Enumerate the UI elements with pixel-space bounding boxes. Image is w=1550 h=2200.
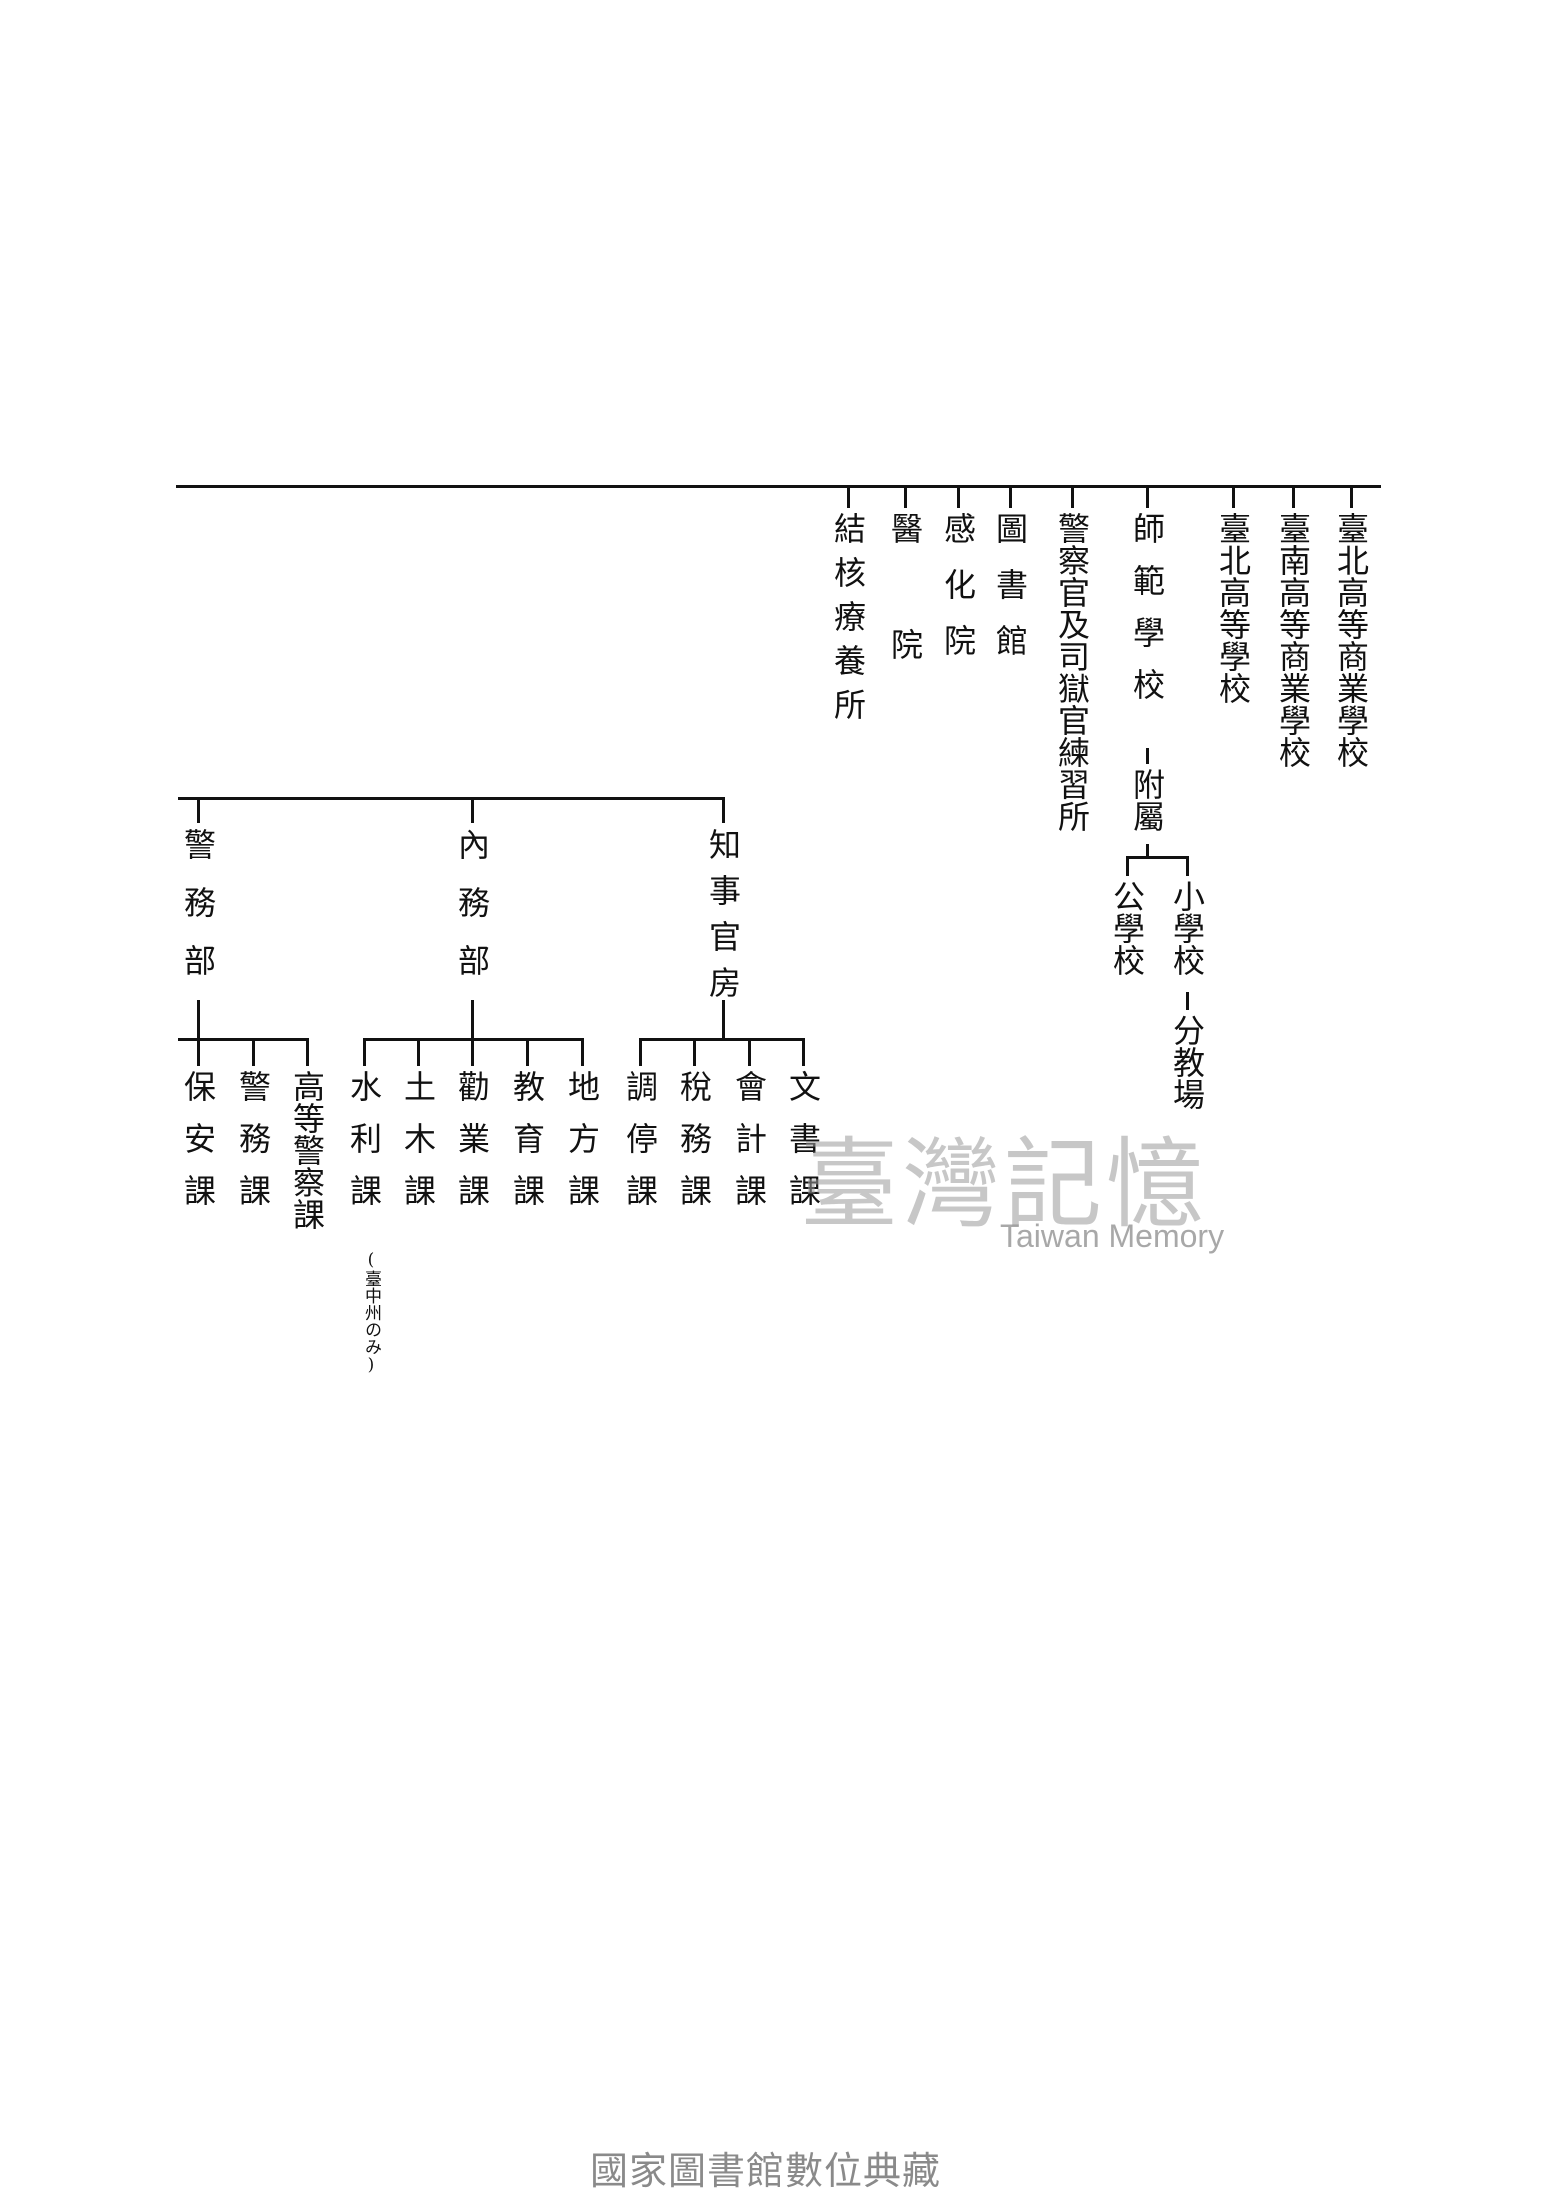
connector	[363, 1038, 366, 1066]
connector	[1126, 856, 1129, 876]
upper-trunk-line	[176, 485, 1381, 488]
node-public-school: 公學校	[1108, 880, 1146, 976]
dept-internal-affairs: 內務部	[453, 828, 491, 1002]
connector	[1186, 856, 1189, 876]
connector	[197, 797, 200, 823]
connector	[748, 1038, 751, 1066]
section-civil-engineering: 土木課	[399, 1070, 437, 1226]
node-normal-school: 師範學校	[1128, 512, 1166, 720]
section-accounting: 會計課	[730, 1070, 768, 1226]
node-hospital: 醫院	[886, 512, 924, 744]
section-water-resources: 水利課	[345, 1070, 383, 1226]
connector	[957, 486, 960, 508]
section-special-police: 高等警察課	[288, 1070, 326, 1230]
node-branch-classroom: 分教場	[1168, 1014, 1206, 1110]
connector	[693, 1038, 696, 1066]
lower-trunk-line	[178, 797, 725, 800]
connector	[1186, 992, 1189, 1010]
node-reformatory: 感化院	[939, 512, 977, 680]
connector	[471, 797, 474, 823]
connector	[1071, 486, 1074, 508]
connector	[197, 1038, 200, 1066]
connector	[197, 1000, 200, 1038]
node-tuberculosis-sanatorium: 結核療養所	[829, 512, 867, 732]
connector	[1126, 856, 1189, 859]
node-taipei-higher-school: 臺北高等學校	[1214, 512, 1252, 704]
connector	[722, 1000, 725, 1038]
section-bar-police	[178, 1038, 309, 1041]
dept-governor-secretariat: 知事官房	[704, 828, 742, 1012]
watermark-logo: 臺灣記憶	[800, 1128, 1209, 1242]
node-taipei-higher-commercial-school: 臺北高等商業學校	[1332, 512, 1370, 768]
section-mediation: 調停課	[621, 1070, 659, 1226]
node-police-training-institute: 警察官及司獄官練習所	[1053, 512, 1091, 832]
connector	[1146, 844, 1149, 856]
connector	[417, 1038, 420, 1066]
watermark-subtitle: Taiwan Memory	[1000, 1218, 1225, 1254]
connector	[526, 1038, 529, 1066]
node-tainan-higher-commercial-school: 臺南高等商業學校	[1274, 512, 1312, 768]
section-public-safety: 保安課	[179, 1070, 217, 1226]
connector	[904, 486, 907, 508]
connector	[1350, 486, 1353, 508]
section-documents: 文書課	[784, 1070, 822, 1226]
section-water-resources-note: (臺中州のみ)	[361, 1250, 381, 1375]
connector	[1146, 486, 1149, 508]
connector	[1292, 486, 1295, 508]
connector	[471, 1000, 474, 1038]
connector	[722, 797, 725, 823]
footer-credit: 國家圖書館數位典藏	[590, 2149, 942, 2193]
connector	[639, 1038, 642, 1066]
section-police-affairs: 警務課	[234, 1070, 272, 1226]
node-elementary-school: 小學校	[1168, 880, 1206, 976]
connector	[471, 1038, 474, 1066]
connector	[847, 486, 850, 508]
connector	[252, 1038, 255, 1066]
connector	[1232, 486, 1235, 508]
section-education: 教育課	[508, 1070, 546, 1226]
section-taxation: 稅務課	[675, 1070, 713, 1226]
node-affiliated: 附屬	[1128, 768, 1166, 832]
section-bar-secretariat	[639, 1038, 805, 1041]
connector	[581, 1038, 584, 1066]
connector	[1146, 748, 1149, 764]
node-library: 圖書館	[991, 512, 1029, 680]
dept-police-affairs: 警務部	[179, 828, 217, 1002]
section-local-affairs: 地方課	[563, 1070, 601, 1226]
connector	[802, 1038, 805, 1066]
connector	[306, 1038, 309, 1066]
connector	[1009, 486, 1012, 508]
section-industry-promotion: 勸業課	[453, 1070, 491, 1226]
